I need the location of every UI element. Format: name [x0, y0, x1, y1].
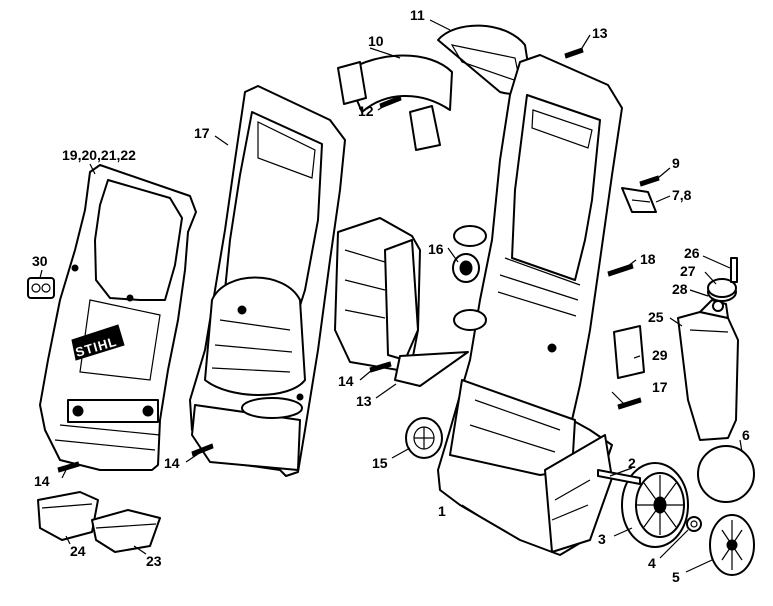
part-label-24: 24	[70, 543, 86, 559]
screw-part-17-right	[617, 397, 642, 410]
suction-hose-part	[730, 257, 738, 283]
hub-cap-part	[709, 514, 755, 576]
part-label-28: 28	[672, 281, 688, 297]
part-label-11: 11	[410, 7, 425, 23]
part-label-17-right: 17	[652, 379, 668, 395]
part-label-10: 10	[368, 33, 384, 49]
part-label-9: 9	[672, 155, 680, 171]
part-label-29: 29	[652, 347, 668, 363]
screw-part-12	[379, 95, 402, 109]
inner-frame-part	[189, 85, 346, 477]
part-label-6: 6	[742, 427, 750, 443]
screw-part-18	[607, 263, 634, 277]
part-label-13-top: 13	[592, 25, 608, 41]
part-label-23: 23	[146, 553, 162, 569]
part-label-18: 18	[640, 251, 656, 267]
part-label-1: 1	[438, 503, 446, 519]
clip-part	[621, 187, 657, 213]
part-label-14-center: 14	[164, 455, 180, 471]
part-label-13-mid: 13	[356, 393, 372, 409]
interior-housing-part	[334, 217, 469, 387]
main-chassis-part	[437, 54, 623, 556]
screw-part-13-top	[564, 47, 584, 59]
part-label-14-mid: 14	[338, 373, 354, 389]
left-tray-part	[37, 491, 99, 541]
part-label-15: 15	[372, 455, 388, 471]
front-cover-part: STIHL	[39, 164, 197, 471]
screw-part-9	[639, 175, 660, 187]
part-label-30: 30	[32, 253, 48, 269]
screw-part-14-center	[191, 443, 214, 457]
part-label-5: 5	[672, 569, 680, 585]
part-label-7-8: 7,8	[672, 187, 692, 203]
switch-part	[27, 277, 55, 299]
part-label-12: 12	[358, 103, 374, 119]
part-label-27: 27	[680, 263, 696, 279]
washer-part	[686, 516, 702, 532]
part-label-26: 26	[684, 245, 700, 261]
part-label-14-left: 14	[34, 473, 50, 489]
axle-part	[597, 469, 641, 485]
part-label-4: 4	[648, 555, 656, 571]
handle-part	[337, 54, 453, 151]
part-label-16: 16	[428, 241, 444, 257]
bushing-part	[452, 253, 480, 283]
leader-lines	[39, 19, 743, 573]
part-label-25: 25	[648, 309, 664, 325]
tank-part	[677, 299, 739, 441]
label-sticker-part	[613, 325, 645, 379]
part-label-3: 3	[598, 531, 606, 547]
part-label-19-22: 19,20,21,22	[62, 147, 136, 163]
filter-part	[712, 300, 724, 312]
reel-part	[405, 417, 443, 459]
screw-part-14-left	[57, 461, 80, 473]
seal-ring-part	[697, 445, 755, 503]
right-tray-part	[91, 509, 161, 553]
part-label-17-left: 17	[194, 125, 210, 141]
part-label-2: 2	[628, 455, 636, 471]
